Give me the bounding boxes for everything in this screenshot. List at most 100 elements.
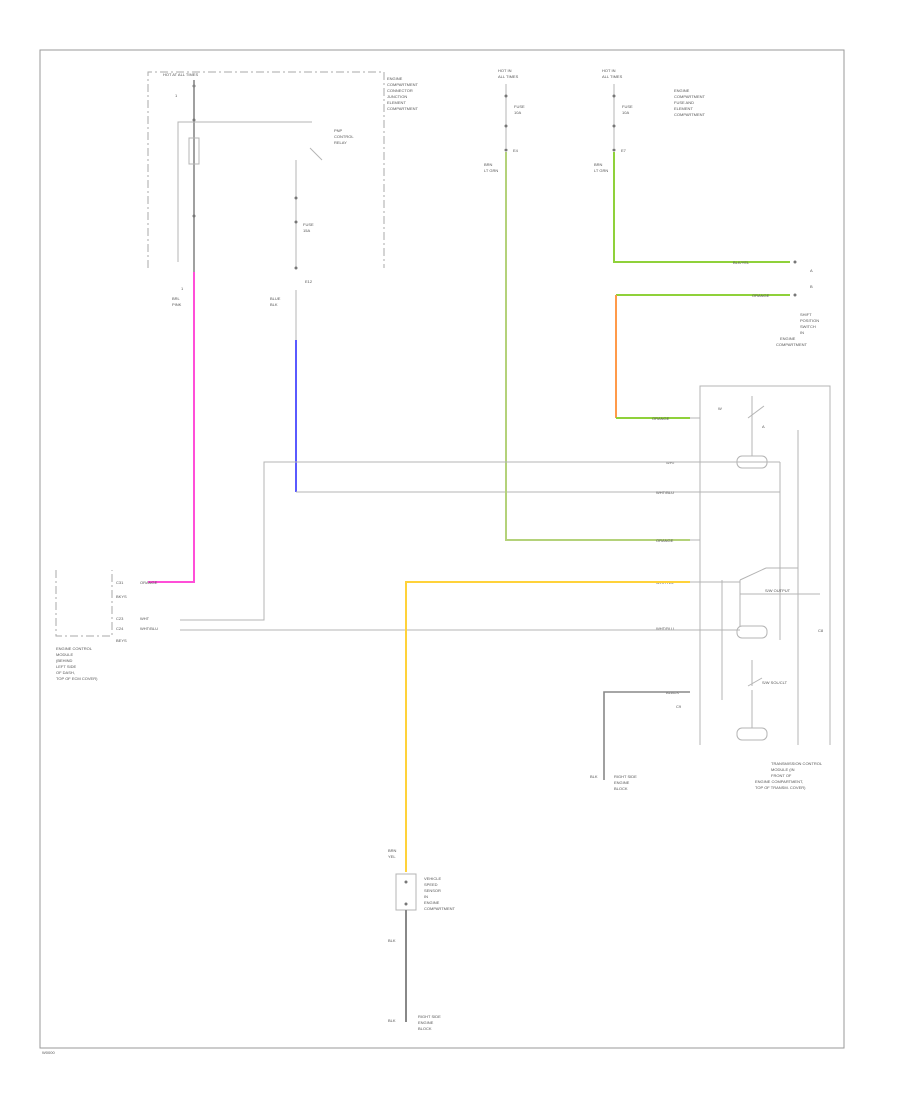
ecm-pin-c23: C23 bbox=[116, 616, 124, 621]
tcm-label-5: TOP OF TRANSM. COVER) bbox=[755, 785, 806, 790]
sensor-right-label-5: ENGINE bbox=[780, 336, 796, 341]
relay-label-1: PNP bbox=[334, 128, 343, 133]
footer-code: W0000 bbox=[42, 1050, 55, 1055]
sensor-right-label-3: SWITCH bbox=[800, 324, 816, 329]
ecm-pin-c24: C24 bbox=[116, 626, 124, 631]
fuse-box-left-label-5: ELEMENT bbox=[387, 100, 406, 105]
tcm-side-text-1: S/W OUTPUT bbox=[765, 588, 791, 593]
fuse-box-right-header-1: HOT IN bbox=[602, 68, 616, 73]
pink-wire-label-1: BRL bbox=[172, 296, 181, 301]
green-wire-label-1: BRN bbox=[594, 162, 603, 167]
sensor-right-label-1: SHIFT bbox=[800, 312, 812, 317]
wire-wht-blu-text: WHT/BLU bbox=[656, 490, 674, 495]
tcm-solenoid-top-icon bbox=[736, 455, 768, 469]
ecm-wire-wht-blu: WHT/BLU bbox=[140, 626, 158, 631]
relay-contact-icon bbox=[309, 147, 323, 161]
lg-wire-label-1: BRN bbox=[484, 162, 493, 167]
ecm-label-1: ENGINE CONTROL bbox=[56, 646, 93, 651]
fuse-box-right-label-2: COMPARTMENT bbox=[674, 94, 706, 99]
relay-label-2: CONTROL bbox=[334, 134, 354, 139]
tcm-side-text-2: S/W SOL/CLT bbox=[762, 680, 788, 685]
fuse-mid-label-1: FUSE bbox=[514, 104, 525, 109]
tcm-label-3: FRONT OF bbox=[771, 773, 792, 778]
diagram-frame bbox=[39, 49, 845, 1049]
ecm-label-5: OF DASH, bbox=[56, 670, 75, 675]
tcm-label-2: MODULE (IN bbox=[771, 767, 795, 772]
tcm-pin-c9: C9 bbox=[676, 704, 682, 709]
sensor-bottom-label-3: SENSOR bbox=[424, 888, 441, 893]
fuse-box-left-pin-right: E12 bbox=[305, 279, 313, 284]
sensor-bottom-label-1: VEHICLE bbox=[424, 876, 441, 881]
ground-bottom-label-2: ENGINE bbox=[418, 1020, 434, 1025]
ecm-label-2: MODULE bbox=[56, 652, 73, 657]
tcm-label-4: ENGINE COMPARTMENT, bbox=[755, 779, 803, 784]
ecm-label-4: LEFT SIDE bbox=[56, 664, 76, 669]
sensor-bottom-wire-label-2: YEL bbox=[388, 854, 396, 859]
fuse-box-right-label-4: ELEMENT bbox=[674, 106, 693, 111]
blue-wire-label-2: BLK bbox=[270, 302, 278, 307]
fuse-box-left-label-4: JUNCTION bbox=[387, 94, 407, 99]
ecm-label-6: TOP OF ECM COVER) bbox=[56, 676, 98, 681]
sensor-right-pin-b: B bbox=[810, 284, 813, 289]
ground-bottom: BLK RIGHT SIDE ENGINE BLOCK bbox=[388, 1014, 441, 1031]
fuse-box-right-label-5: COMPARTMENT bbox=[674, 112, 706, 117]
tcm-solenoid-mid-icon bbox=[736, 625, 768, 639]
green-wire-top bbox=[613, 152, 790, 263]
transmission-control-module: W A S/W OUTPUT C8 S/W SOL/CLT TRANSMISSI… bbox=[690, 385, 831, 790]
fuse-box-left-pin: 1 bbox=[175, 93, 178, 98]
sensor-right-label-6: COMPARTMENT bbox=[776, 342, 808, 347]
wire-blk-yel-text: BLK/YEL bbox=[733, 260, 750, 265]
ground-right-label-2: ENGINE bbox=[614, 780, 630, 785]
sensor-bottom-wire-label-1: BRN bbox=[388, 848, 397, 853]
ground-right-label-3: BLOCK bbox=[614, 786, 628, 791]
fuse-box-mid: HOT IN ALL TIMES FUSE 10A E4 bbox=[498, 68, 525, 153]
relay-label-3: RELAY bbox=[334, 140, 347, 145]
light-green-wire-mid bbox=[505, 152, 690, 541]
fuse-mid-label-2: 10A bbox=[514, 110, 521, 115]
engine-control-module: C31 ORANGE BKYS C23 WHT C24 WHT/BLU BEYS… bbox=[55, 570, 158, 681]
ecm-pin-c31: C31 bbox=[116, 580, 124, 585]
ecm-wire-wht: WHT bbox=[140, 616, 150, 621]
fuse-box-left-label-6: COMPARTMENT bbox=[387, 106, 419, 111]
shift-position-switch: A B SHIFT POSITION SWITCH IN ENGINE COMP… bbox=[776, 260, 819, 347]
fuse-box-right-pin: E7 bbox=[621, 148, 627, 153]
tcm-pin-c8: C8 bbox=[818, 628, 824, 633]
ground-bottom-label-1: RIGHT SIDE bbox=[418, 1014, 441, 1019]
fuse-box-left-label-1: ENGINE bbox=[387, 76, 403, 81]
sensor-bottom-label-2: SPEED bbox=[424, 882, 438, 887]
fuse-box-left-pin-left: 1 bbox=[181, 286, 184, 291]
sensor-right-label-4: IN bbox=[800, 330, 804, 335]
fuse-box-left-header: HOT AT ALL TIMES bbox=[163, 72, 198, 77]
fuse-box-right: HOT IN ALL TIMES FUSE 10A E7 ENGINE COMP… bbox=[602, 68, 706, 153]
fuse-right-label-1: FUSE bbox=[622, 104, 633, 109]
tcm-solenoid-bottom-icon bbox=[736, 727, 768, 741]
vehicle-speed-sensor: BRN YEL VEHICLE SPEED SENSOR IN ENGINE C… bbox=[388, 848, 456, 943]
fuse-right-label-2: 10A bbox=[622, 110, 629, 115]
ground-bottom-pin: BLK bbox=[388, 1018, 396, 1023]
pink-wire bbox=[148, 272, 195, 583]
lg-wire-label-2: LT GRN bbox=[484, 168, 498, 173]
ecm-pin-beys: BEYS bbox=[116, 638, 127, 643]
ground-right-pin: BLK bbox=[590, 774, 598, 779]
fuse-box-left-label-2: COMPARTMENT bbox=[387, 82, 419, 87]
ecm-wire-orange: ORANGE bbox=[140, 580, 158, 585]
fuse-box-right-header-2: ALL TIMES bbox=[602, 74, 623, 79]
fuse-box-mid-header-1: HOT IN bbox=[498, 68, 512, 73]
wire-orange2-text: ORANGE bbox=[652, 416, 670, 421]
pink-wire-label-2: PINK bbox=[172, 302, 182, 307]
tcm-label-1: TRANSMISSION CONTROL bbox=[771, 761, 823, 766]
ground-bottom-label-3: BLOCK bbox=[418, 1026, 432, 1031]
ecm-pin-bkys: BKYS bbox=[116, 594, 127, 599]
tcm-switch-icon bbox=[747, 405, 765, 419]
wire-orange3-text: ORANGE bbox=[656, 538, 674, 543]
fuse-box-left-label-3: CONNECTOR bbox=[387, 88, 413, 93]
blue-wire-label-1: BLUE bbox=[270, 296, 281, 301]
fuse-label-left-2: 15A bbox=[303, 228, 310, 233]
sensor-bottom-label-5: ENGINE bbox=[424, 900, 440, 905]
sensor-right-pin-a: A bbox=[810, 268, 813, 273]
sensor-bottom-pin: BLK bbox=[388, 938, 396, 943]
fuse-box-right-label-1: ENGINE bbox=[674, 88, 690, 93]
relay-coil-icon bbox=[188, 137, 200, 165]
fuse-box-right-label-3: FUSE AND bbox=[674, 100, 694, 105]
